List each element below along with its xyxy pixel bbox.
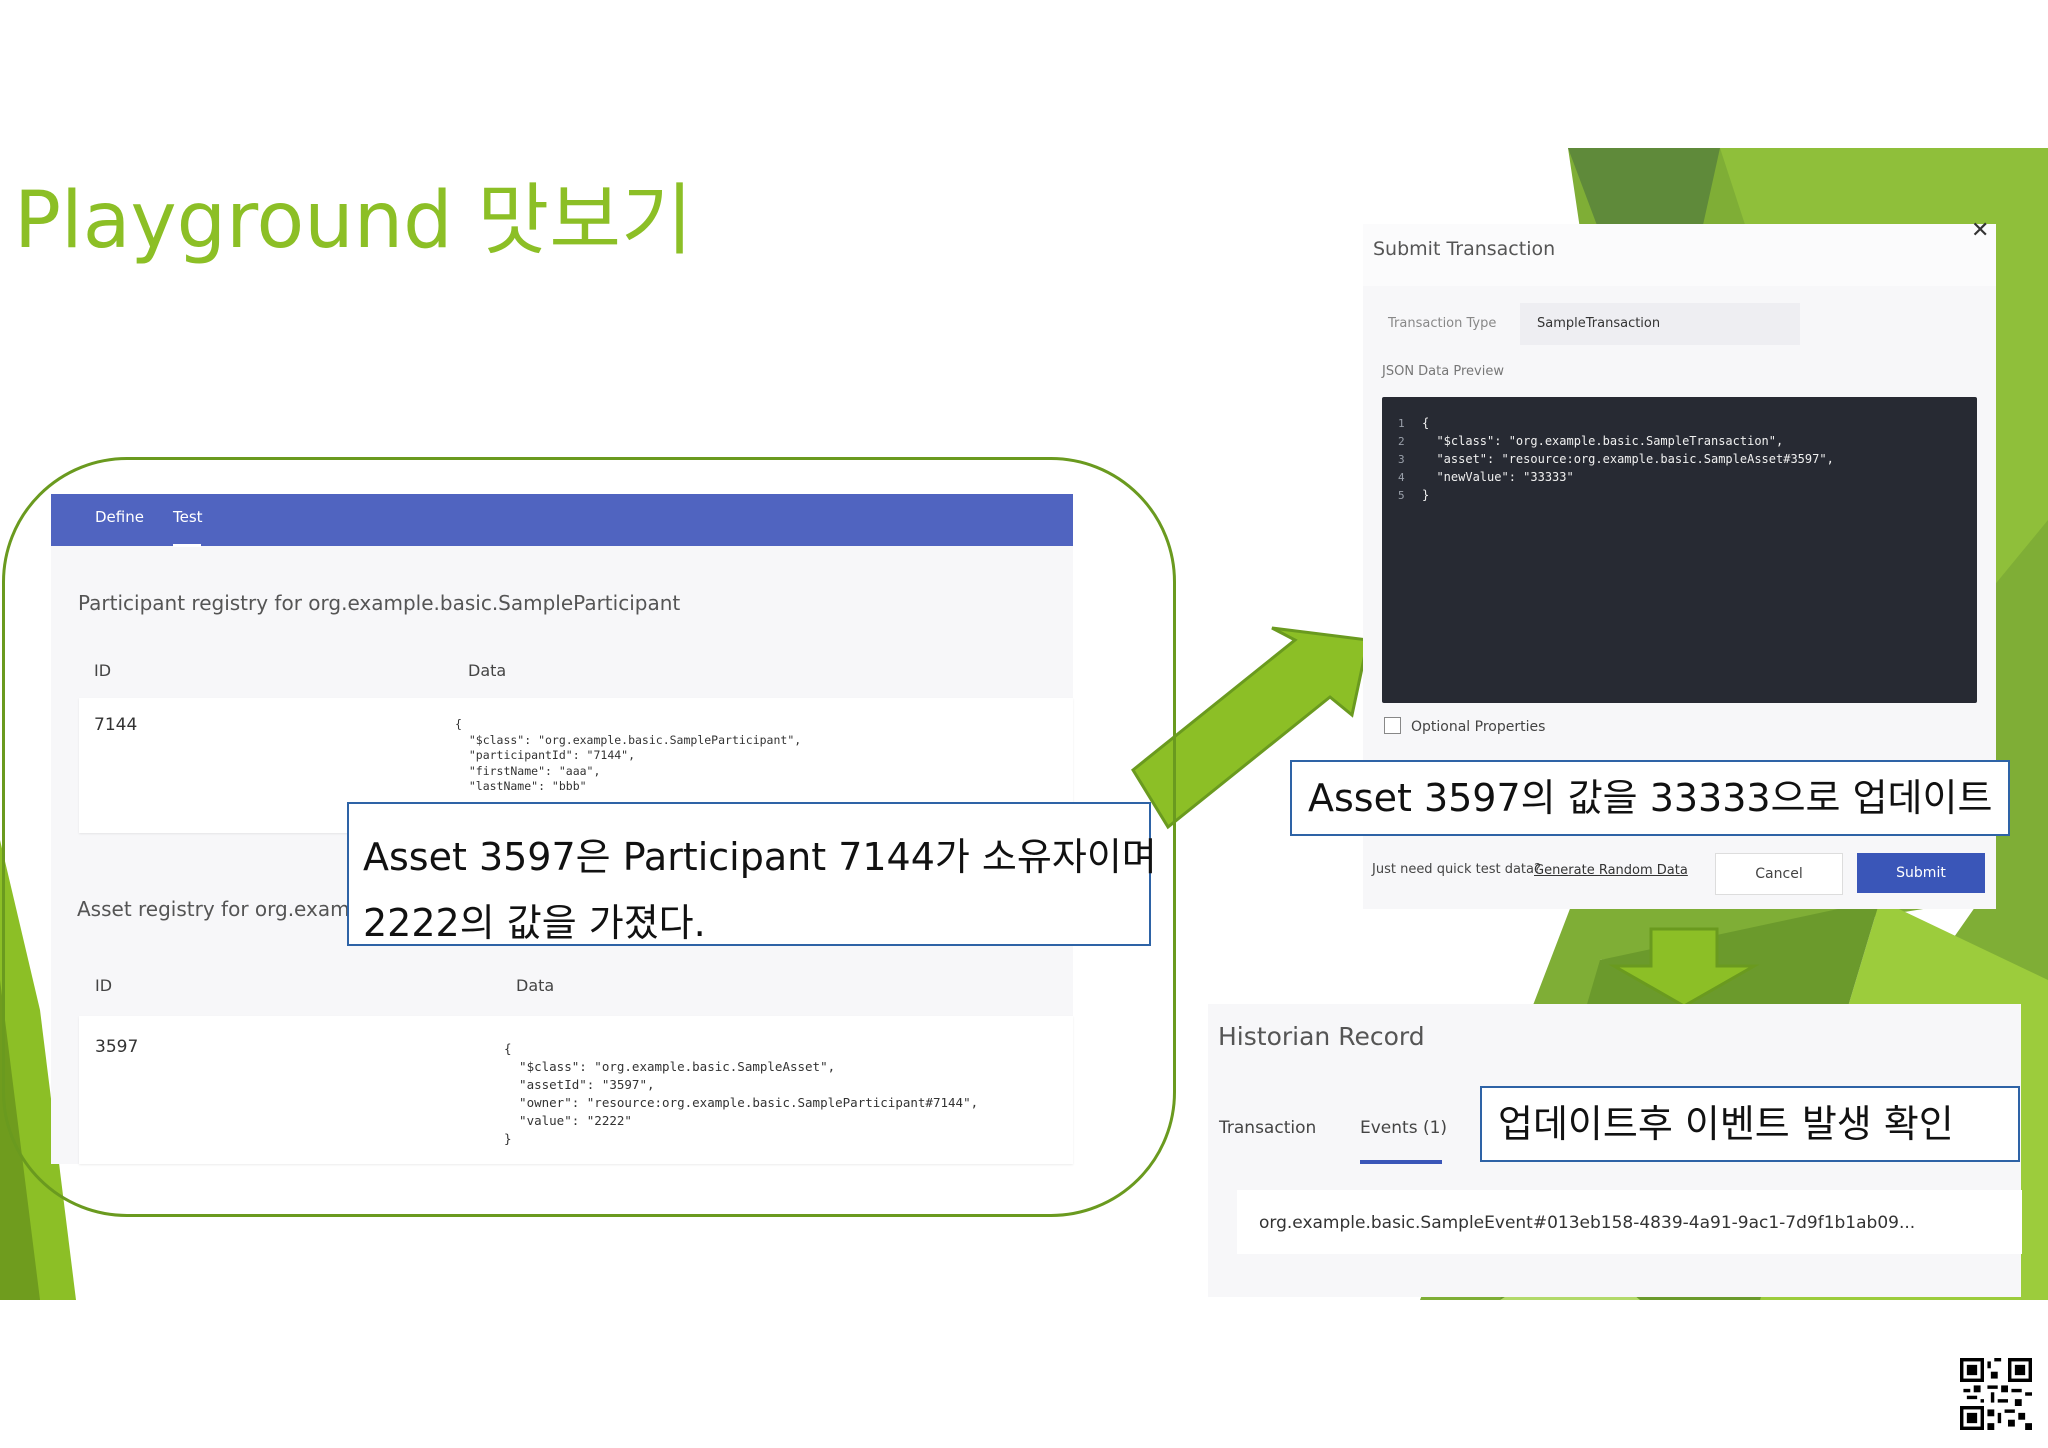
- qr-code-icon: [1960, 1358, 2032, 1430]
- participant-col-id: ID: [94, 661, 112, 680]
- transaction-type-label: Transaction Type: [1388, 316, 1497, 331]
- arrow-right-up-icon: [1131, 626, 1370, 830]
- historian-active-tab-indicator: [1360, 1160, 1442, 1164]
- playground-tab-bar: Define Test: [51, 494, 1073, 546]
- tab-test[interactable]: Test: [173, 508, 203, 526]
- participant-row-id: 7144: [94, 715, 138, 735]
- code-line: "$class": "org.example.basic.SampleTrans…: [1422, 434, 1784, 448]
- asset-row-card[interactable]: 3597 { "$class": "org.example.basic.Samp…: [79, 1016, 1073, 1164]
- asset-col-data: Data: [516, 976, 555, 995]
- active-tab-indicator: [173, 544, 201, 547]
- historian-title: Historian Record: [1218, 1022, 1425, 1051]
- line-number: 2: [1398, 435, 1405, 448]
- event-id: org.example.basic.SampleEvent#013eb158-4…: [1259, 1213, 1916, 1233]
- callout-asset-owner-line1: Asset 3597은 Participant 7144가 소유자이며: [363, 835, 1157, 879]
- event-list-item[interactable]: [1237, 1190, 2022, 1254]
- json-preview-label: JSON Data Preview: [1382, 364, 1504, 379]
- optional-properties-checkbox[interactable]: [1384, 717, 1401, 734]
- line-number: 3: [1398, 453, 1405, 466]
- cancel-button[interactable]: Cancel: [1715, 853, 1843, 895]
- line-number: 1: [1398, 417, 1405, 430]
- callout-update-value: Asset 3597의 값을 33333으로 업데이트: [1290, 760, 2010, 836]
- quick-test-text: Just need quick test data?: [1372, 862, 1541, 877]
- historian-tab-transaction[interactable]: Transaction: [1219, 1118, 1317, 1138]
- close-icon[interactable]: ✕: [1971, 218, 1990, 243]
- participant-col-data: Data: [468, 661, 507, 680]
- highlight-rounded-frame: [2, 457, 1176, 1217]
- dialog-header: [1363, 224, 1996, 286]
- code-line: "asset": "resource:org.example.basic.Sam…: [1422, 452, 1834, 466]
- asset-col-id: ID: [95, 976, 113, 995]
- arrow-down-icon: [1608, 927, 1760, 1008]
- callout-asset-owner-line2: 2222의 값을 가졌다.: [363, 901, 706, 945]
- slide-title: Playground 맛보기: [14, 176, 693, 266]
- line-number: 5: [1398, 489, 1405, 502]
- transaction-type-select[interactable]: [1520, 303, 1800, 345]
- code-line: }: [1422, 488, 1430, 502]
- json-code-editor[interactable]: 1 2 3 4 5 { "$class": "org.example.basic…: [1382, 397, 1977, 703]
- callout-event-confirm: 업데이트후 이벤트 발생 확인: [1480, 1086, 2020, 1162]
- code-line: "newValue": "33333": [1422, 470, 1574, 484]
- dialog-title: Submit Transaction: [1373, 238, 1556, 260]
- asset-registry-title: Asset registry for org.exam: [77, 897, 350, 921]
- code-line: {: [1422, 416, 1430, 430]
- optional-properties-label: Optional Properties: [1411, 719, 1546, 735]
- historian-tab-events[interactable]: Events (1): [1360, 1118, 1448, 1138]
- line-number: 4: [1398, 471, 1405, 484]
- asset-row-id: 3597: [95, 1037, 139, 1057]
- callout-asset-owner: Asset 3597은 Participant 7144가 소유자이며 2222…: [347, 802, 1157, 946]
- asset-row-data: { "$class": "org.example.basic.SampleAss…: [504, 1041, 979, 1146]
- generate-random-data-link[interactable]: Generate Random Data: [1534, 863, 1688, 878]
- participant-row-data: { "$class": "org.example.basic.SamplePar…: [455, 717, 802, 793]
- participant-registry-title: Participant registry for org.example.bas…: [78, 591, 681, 615]
- transaction-type-value: SampleTransaction: [1537, 316, 1661, 331]
- submit-button[interactable]: Submit: [1857, 853, 1985, 893]
